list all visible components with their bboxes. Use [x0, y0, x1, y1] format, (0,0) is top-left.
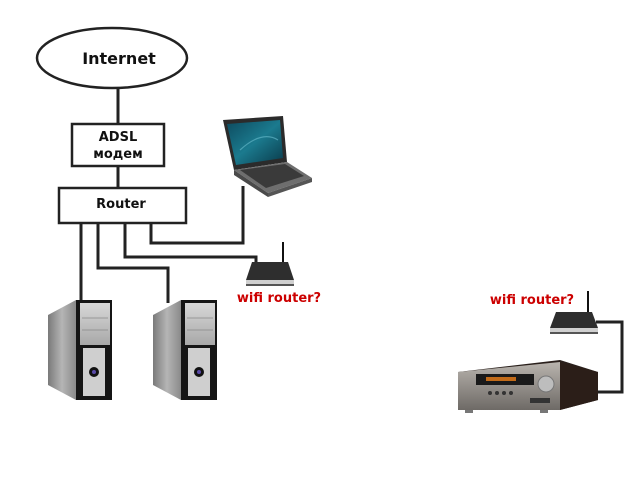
desktop-tower-icon — [153, 300, 217, 400]
modem-label-line1: ADSL — [99, 130, 138, 145]
wires — [79, 88, 624, 394]
laptop-icon — [223, 116, 312, 197]
internet-ellipse — [35, 26, 189, 90]
wifi-router-right: wifi router? — [490, 291, 598, 334]
internet-label: Internet — [82, 49, 156, 68]
modem-box — [70, 122, 166, 168]
router-box — [57, 186, 188, 225]
wifi-router-right-label: wifi router? — [490, 293, 574, 308]
modem-label-line2: модем — [93, 147, 143, 162]
desktop-tower-icon — [48, 300, 112, 400]
wifi-router-icon — [246, 242, 294, 286]
pc2-node — [153, 300, 217, 400]
wire-router-pc2 — [96, 223, 170, 303]
av-receiver-icon — [458, 360, 598, 413]
wire-router-wifi-left — [123, 223, 258, 268]
av-receiver-node — [458, 360, 598, 413]
wifi-router-icon — [550, 291, 598, 334]
modem-node: ADSL модем — [70, 122, 166, 168]
internet-node: Internet — [35, 26, 189, 90]
router-label: Router — [96, 197, 146, 212]
router-node: Router — [57, 186, 188, 225]
wifi-router-left-label: wifi router? — [237, 291, 321, 306]
pc1-node — [48, 300, 112, 400]
wifi-router-left: wifi router? — [237, 242, 321, 306]
wire-router-laptop — [149, 186, 245, 245]
wire-wifi-right-receiver — [596, 320, 624, 394]
